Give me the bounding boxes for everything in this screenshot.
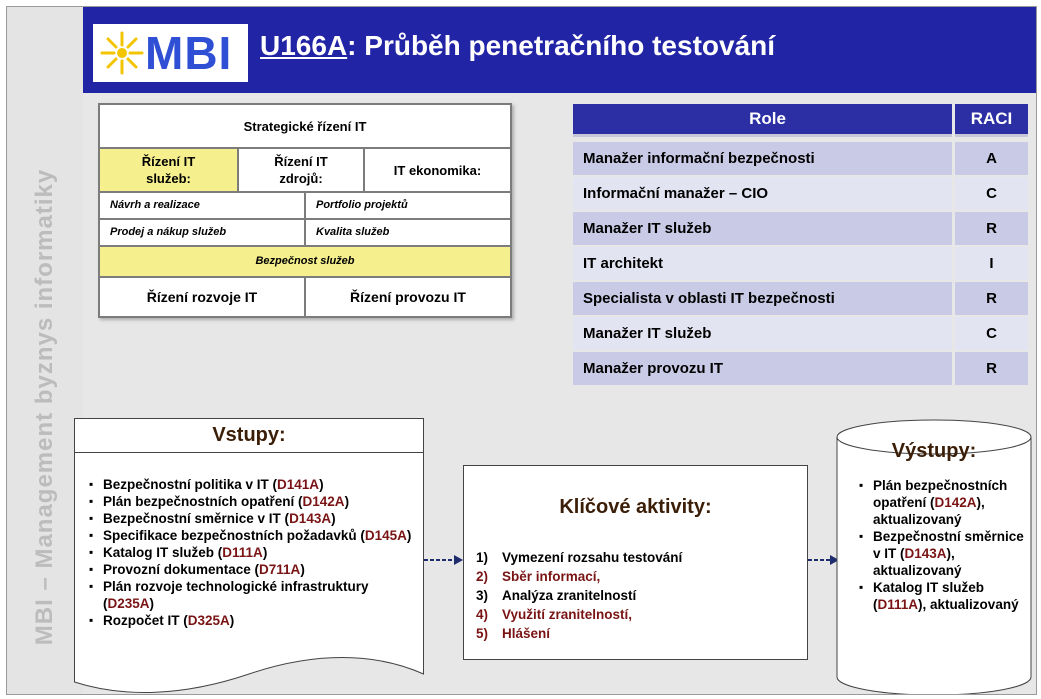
raci-header-role: Role (573, 104, 952, 137)
raci-role: Manažer IT služeb (573, 317, 952, 350)
raci-row: Manažer informační bezpečnosti A (573, 142, 1028, 176)
sun-icon (100, 31, 144, 75)
list-item: Bezpečnostní směrnice v IT (D143A) (89, 510, 420, 527)
raci-value: R (955, 282, 1028, 315)
list-item: Specifikace bezpečnostních požadavků (D1… (89, 527, 420, 544)
list-item: Plán rozvoje technologické infrastruktur… (89, 578, 420, 612)
list-item: Katalog IT služeb (D111A) (89, 544, 420, 561)
list-item: 5)Hlášení (476, 626, 551, 641)
list-item: Plán bezpečnostních opatření (D142A) (89, 493, 420, 510)
model-resources: Řízení IT zdrojů: (238, 148, 364, 192)
inputs-box: Vstupy: Bezpečnostní politika v IT (D141… (74, 418, 424, 693)
title-code: U166A (260, 30, 348, 61)
raci-row: Informační manažer – CIO C (573, 177, 1028, 211)
model-operations: Řízení provozu IT (305, 277, 511, 317)
key-activities-title: Klíčové aktivity: (559, 496, 712, 518)
header-bar: MBI U166A: Průběh penetračního testování (83, 7, 1036, 93)
slide: MBI – Management byznys informatiky MBI … (6, 6, 1037, 695)
raci-role: Manažer informační bezpečnosti (573, 142, 952, 175)
key-activities-box: Klíčové aktivity: 1)Vymezení rozsahu tes… (463, 465, 808, 660)
model-economics: IT ekonomika: (364, 148, 511, 192)
mbi-logo: MBI (93, 24, 248, 82)
inputs-title-bar: Vstupy: (74, 418, 424, 453)
outputs-list-container: Plán bezpečnostních opatření (D142A), ak… (855, 477, 1030, 613)
raci-value: C (955, 177, 1028, 210)
raci-value: R (955, 352, 1028, 385)
list-item: 1)Vymezení rozsahu testování (476, 550, 683, 565)
raci-role: Manažer IT služeb (573, 212, 952, 245)
model-sales: Prodej a nákup služeb (99, 219, 305, 246)
list-item: Rozpočet IT (D325A) (89, 612, 420, 629)
model-security: Bezpečnost služeb (99, 246, 511, 277)
raci-value: R (955, 212, 1028, 245)
it-management-model: Strategické řízení IT Řízení IT služeb: … (98, 103, 512, 318)
model-portfolio: Portfolio projektů (305, 192, 511, 219)
list-item: Provozní dokumentace (D711A) (89, 561, 420, 578)
list-item: Plán bezpečnostních opatření (D142A), ak… (859, 477, 1030, 528)
model-services: Řízení IT služeb: (99, 148, 238, 192)
raci-role: IT architekt (573, 247, 952, 280)
arrow-right-icon (424, 555, 463, 565)
raci-row: IT architekt I (573, 247, 1028, 281)
list-item: Katalog IT služeb (D111A), aktualizovaný (859, 579, 1030, 613)
model-design: Návrh a realizace (99, 192, 305, 219)
raci-header-row: Role RACI (573, 104, 1028, 138)
raci-value: C (955, 317, 1028, 350)
inputs-list-container: Bezpečnostní politika v IT (D141A) Plán … (85, 476, 420, 629)
sidebar: MBI – Management byznys informatiky (7, 7, 83, 694)
raci-value: I (955, 247, 1028, 280)
model-strategic: Strategické řízení IT (99, 104, 511, 148)
raci-value: A (955, 142, 1028, 175)
list-item: Bezpečnostní politika v IT (D141A) (89, 476, 420, 493)
raci-row: Manažer IT služeb R (573, 212, 1028, 246)
outputs-list: Plán bezpečnostních opatření (D142A), ak… (855, 477, 1030, 613)
logo-text: MBI (145, 27, 233, 79)
raci-role: Specialista v oblasti IT bezpečnosti (573, 282, 952, 315)
raci-row: Manažer IT služeb C (573, 317, 1028, 351)
arrow-right-icon (808, 555, 839, 565)
list-item: 3)Analýza zranitelností (476, 588, 637, 603)
raci-role: Informační manažer – CIO (573, 177, 952, 210)
list-item: 2)Sběr informací, (476, 569, 601, 584)
title-text: : Průběh penetračního testování (347, 30, 776, 61)
outputs-title: Výstupy: (891, 440, 977, 462)
page-title: U166A: Průběh penetračního testování (260, 30, 775, 62)
list-item: 4)Využití zranitelností, (476, 607, 633, 622)
inputs-list: Bezpečnostní politika v IT (D141A) Plán … (85, 476, 420, 629)
list-item: Bezpečnostní směrnice v IT (D143A), aktu… (859, 528, 1030, 579)
raci-row: Specialista v oblasti IT bezpečnosti R (573, 282, 1028, 316)
inputs-title: Vstupy: (212, 424, 286, 446)
raci-role: Manažer provozu IT (573, 352, 952, 385)
raci-header-raci: RACI (955, 104, 1028, 137)
model-quality: Kvalita služeb (305, 219, 511, 246)
raci-row: Manažer provozu IT R (573, 352, 1028, 386)
key-activities-list: 1)Vymezení rozsahu testování 2)Sběr info… (476, 548, 682, 643)
sidebar-vertical-text: MBI – Management byznys informatiky (31, 168, 58, 646)
model-development: Řízení rozvoje IT (99, 277, 305, 317)
